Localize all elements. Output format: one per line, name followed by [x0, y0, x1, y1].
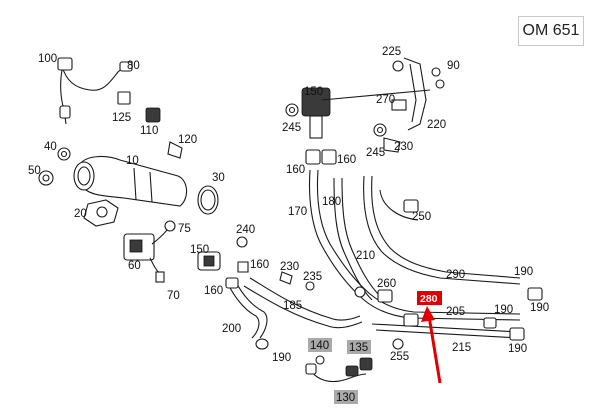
label-290: 290	[446, 269, 465, 281]
highlight-arrow	[421, 306, 442, 384]
label-230: 230	[280, 261, 299, 273]
label-20: 20	[74, 208, 87, 220]
label-225: 225	[382, 46, 401, 58]
label-100: 100	[38, 53, 57, 65]
label-260: 260	[377, 278, 396, 290]
label-150-upper: 150	[304, 86, 323, 98]
label-220: 220	[427, 119, 446, 131]
label-140: 140	[310, 340, 329, 352]
label-160-d: 160	[204, 285, 223, 297]
label-255: 255	[390, 351, 409, 363]
label-245-a: 245	[282, 122, 301, 134]
engine-code: OM 651	[522, 22, 580, 39]
label-50: 50	[28, 165, 41, 177]
label-280-bg	[417, 291, 442, 305]
label-200: 200	[222, 323, 241, 335]
engine-code-box: OM 651	[518, 16, 584, 46]
label-70: 70	[167, 290, 180, 302]
part-labels: 100 80 125 110 120 40 50 10 30 20 75 60 …	[28, 46, 549, 404]
valve-group	[197, 236, 269, 350]
label-185: 185	[283, 300, 302, 312]
label-230-top: 230	[394, 141, 413, 153]
label-90: 90	[447, 60, 460, 72]
label-110: 110	[140, 125, 158, 137]
label-80: 80	[127, 60, 140, 72]
bottom-cable-group	[305, 355, 373, 383]
label-250: 250	[412, 211, 431, 223]
label-210: 210	[356, 250, 375, 262]
label-280: 280	[420, 293, 438, 305]
bracket-group	[373, 57, 445, 153]
label-40: 40	[44, 141, 57, 153]
label-190-e: 190	[508, 343, 527, 355]
label-10: 10	[126, 155, 139, 167]
label-235: 235	[303, 271, 322, 283]
label-130-bg	[334, 390, 358, 404]
label-160-a: 160	[286, 164, 305, 176]
label-190-d: 190	[494, 304, 513, 316]
label-150-lower: 150	[190, 244, 209, 256]
label-130: 130	[336, 392, 355, 404]
label-245-b: 245	[366, 147, 385, 159]
label-160-b: 160	[337, 154, 356, 166]
label-75: 75	[178, 223, 191, 235]
label-190-b: 190	[514, 266, 533, 278]
label-240: 240	[236, 224, 255, 236]
exhaust-group	[38, 57, 219, 227]
label-170: 170	[288, 206, 307, 218]
label-270: 270	[376, 94, 395, 106]
egr-valve-group	[285, 87, 431, 165]
hose-bundle	[243, 169, 543, 350]
label-30: 30	[212, 172, 225, 184]
label-120: 120	[178, 134, 197, 146]
label-180: 180	[322, 196, 341, 208]
sensor-module-group	[123, 220, 176, 283]
label-135-bg	[347, 340, 371, 354]
label-135: 135	[349, 342, 368, 354]
label-160-c: 160	[250, 259, 269, 271]
label-125: 125	[112, 112, 131, 124]
label-190-a: 190	[272, 352, 291, 364]
label-140-bg	[308, 338, 332, 352]
label-190-c: 190	[530, 302, 549, 314]
label-215: 215	[452, 342, 471, 354]
label-60: 60	[128, 260, 141, 272]
label-205: 205	[446, 306, 465, 318]
